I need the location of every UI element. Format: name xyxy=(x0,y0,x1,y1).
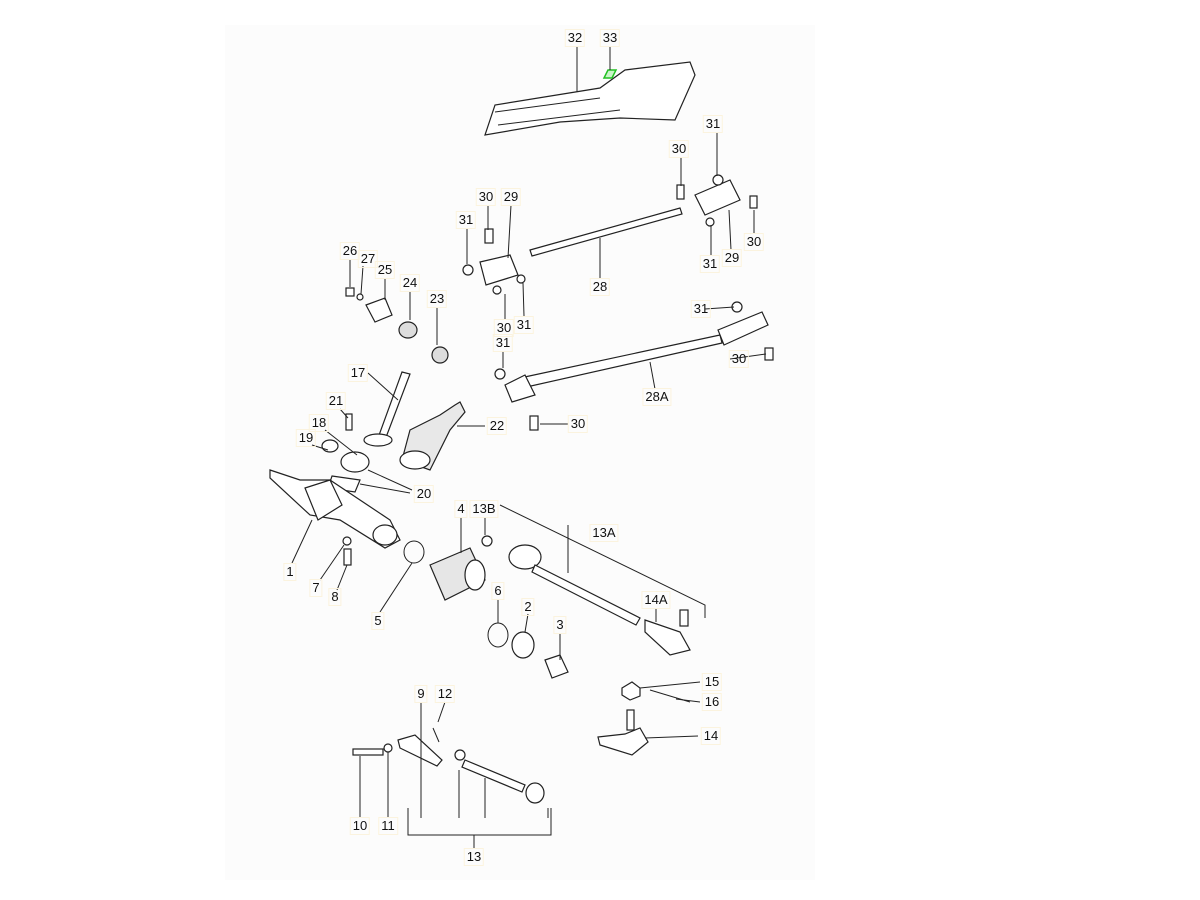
callout-2[interactable]: 2 xyxy=(521,598,535,616)
part-4-bellows[interactable] xyxy=(429,547,486,601)
callout-22[interactable]: 22 xyxy=(486,417,508,435)
callout-10[interactable]: 10 xyxy=(349,817,371,835)
callout-11[interactable]: 11 xyxy=(378,817,398,835)
part-6-ring[interactable] xyxy=(487,622,509,648)
part-31-nut-lower[interactable] xyxy=(494,368,506,380)
callout-31[interactable]: 31 xyxy=(455,211,477,229)
part-23-bushing[interactable] xyxy=(431,346,449,364)
callout-33[interactable]: 33 xyxy=(599,29,621,47)
part-28-shaft[interactable] xyxy=(529,207,683,257)
callout-30[interactable]: 30 xyxy=(567,415,589,433)
callout-26[interactable]: 26 xyxy=(339,242,361,260)
callout-7[interactable]: 7 xyxy=(309,579,323,597)
callout-30[interactable]: 30 xyxy=(743,233,765,251)
callout-30[interactable]: 30 xyxy=(493,319,515,337)
callout-5[interactable]: 5 xyxy=(371,612,385,630)
part-3-adjuster[interactable] xyxy=(544,654,569,679)
callout-25[interactable]: 25 xyxy=(374,261,396,279)
part-33-highlighted[interactable] xyxy=(602,69,618,79)
callout-31[interactable]: 31 xyxy=(699,255,721,273)
part-25-clamp[interactable] xyxy=(365,297,393,323)
part-32-cover[interactable] xyxy=(484,61,696,136)
callout-13B[interactable]: 13B xyxy=(469,500,499,518)
callout-3[interactable]: 3 xyxy=(553,616,567,634)
callout-12[interactable]: 12 xyxy=(434,685,456,703)
part-19[interactable] xyxy=(321,439,339,453)
callout-29[interactable]: 29 xyxy=(721,249,743,267)
part-9-bracket[interactable] xyxy=(397,734,443,767)
callout-19[interactable]: 19 xyxy=(295,429,317,447)
callout-29[interactable]: 29 xyxy=(500,188,522,206)
part-30-bolt[interactable] xyxy=(764,347,774,361)
callout-6[interactable]: 6 xyxy=(491,582,505,600)
callout-15[interactable]: 15 xyxy=(701,673,723,691)
part-27[interactable] xyxy=(356,293,364,301)
part-7-washer[interactable] xyxy=(342,536,352,546)
part-14-tie-rod-end[interactable] xyxy=(597,709,649,756)
callout-32[interactable]: 32 xyxy=(564,29,586,47)
part-29-joint-right[interactable] xyxy=(676,174,758,227)
callout-28A[interactable]: 28A xyxy=(642,388,672,406)
part-17-pinion[interactable] xyxy=(363,371,411,447)
part-13-nut[interactable] xyxy=(454,749,466,761)
callout-30[interactable]: 30 xyxy=(728,350,750,368)
part-13-tie-rod[interactable] xyxy=(461,759,545,804)
part-11-washer[interactable] xyxy=(383,743,393,753)
part-15-nut[interactable] xyxy=(621,681,641,701)
callout-13[interactable]: 13 xyxy=(463,848,485,866)
part-18[interactable] xyxy=(340,451,370,473)
callout-1[interactable]: 1 xyxy=(283,563,297,581)
callout-17[interactable]: 17 xyxy=(347,364,369,382)
part-30-bolt-lower[interactable] xyxy=(529,415,539,431)
part-8-bolt[interactable] xyxy=(343,548,352,566)
callout-31[interactable]: 31 xyxy=(690,300,712,318)
leader-lines xyxy=(291,46,767,848)
part-24-bushing[interactable] xyxy=(398,321,418,339)
callout-24[interactable]: 24 xyxy=(399,274,421,292)
callout-20[interactable]: 20 xyxy=(413,485,435,503)
part-28A-shaft[interactable] xyxy=(504,311,769,403)
callout-18[interactable]: 18 xyxy=(308,414,330,432)
callout-4[interactable]: 4 xyxy=(454,500,468,518)
callout-23[interactable]: 23 xyxy=(426,290,448,308)
callout-14A[interactable]: 14A xyxy=(641,591,671,609)
callout-16[interactable]: 16 xyxy=(701,693,723,711)
part-1-rack-housing[interactable] xyxy=(269,469,401,549)
callout-30[interactable]: 30 xyxy=(475,188,497,206)
callout-31[interactable]: 31 xyxy=(492,334,514,352)
callout-31[interactable]: 31 xyxy=(702,115,724,133)
part-13B-nut[interactable] xyxy=(481,535,493,547)
callout-30[interactable]: 30 xyxy=(668,140,690,158)
part-22-boot[interactable] xyxy=(399,401,466,471)
callout-9[interactable]: 9 xyxy=(414,685,428,703)
part-26[interactable] xyxy=(345,287,355,297)
callout-28[interactable]: 28 xyxy=(589,278,611,296)
callout-21[interactable]: 21 xyxy=(325,392,347,410)
callout-27[interactable]: 27 xyxy=(357,250,379,268)
part-13A-tie-rod[interactable] xyxy=(508,544,691,656)
callout-14[interactable]: 14 xyxy=(700,727,722,745)
part-29-joint-left[interactable] xyxy=(462,228,526,295)
part-12-spring[interactable] xyxy=(432,727,440,743)
callout-8[interactable]: 8 xyxy=(328,588,342,606)
callout-13A[interactable]: 13A xyxy=(589,524,619,542)
part-2-bearing[interactable] xyxy=(511,631,535,659)
part-5-ring[interactable] xyxy=(403,540,425,564)
part-21-bolt[interactable] xyxy=(345,413,353,431)
callout-31[interactable]: 31 xyxy=(513,316,535,334)
part-10-bolt[interactable] xyxy=(352,748,384,756)
